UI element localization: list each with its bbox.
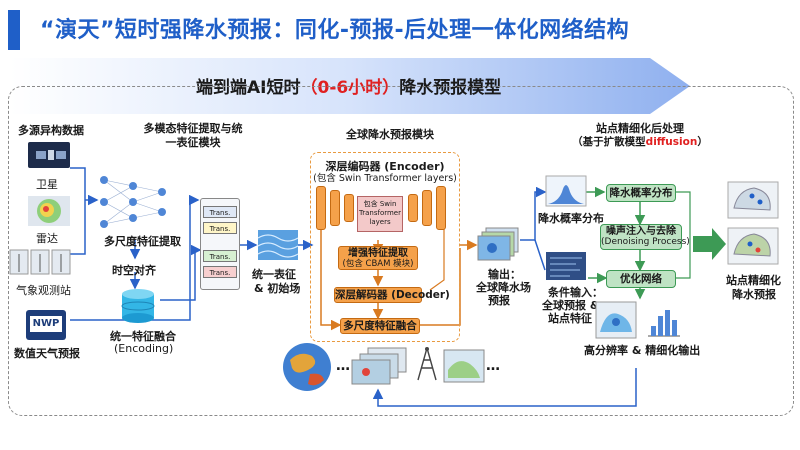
final-label-1: 站点精细化 bbox=[726, 274, 781, 287]
highres-map-icon bbox=[595, 301, 637, 339]
satellite-icon bbox=[28, 140, 70, 170]
multiscale-fusion-box: 多尺度特征融合 bbox=[340, 318, 420, 334]
enhance-subtitle: (包含 CBAM 模块) bbox=[342, 259, 414, 269]
enhance-title: 增强特征提取 bbox=[348, 248, 408, 259]
cond-label-1: 条件输入： bbox=[548, 286, 603, 299]
radar-label: 雷达 bbox=[36, 232, 58, 245]
station-icon bbox=[9, 249, 71, 276]
post-heading-2: （基于扩散模型diffusion） bbox=[560, 134, 720, 149]
denoise-title: 噪声注入与去除 bbox=[606, 226, 676, 237]
encoder-layer-6 bbox=[436, 186, 446, 230]
nwp-label: 数值天气预报 bbox=[14, 347, 80, 360]
swin-layer-box: 包含 Swin Transformer layers bbox=[357, 196, 403, 232]
prob-box: 降水概率分布 bbox=[606, 184, 676, 202]
station-map-icon-1 bbox=[727, 181, 779, 219]
sources-heading: 多源异构数据 bbox=[18, 124, 84, 137]
banner-title: 端到端AI短时（0-6小时）降水预报模型 bbox=[196, 73, 616, 98]
decoder-box: 深层解码器 (Decoder) bbox=[334, 287, 450, 303]
post-heading-2-prefix: （基于扩散模型 bbox=[572, 136, 646, 148]
cond-label-3: 站点特征 bbox=[548, 312, 592, 325]
spatiotemporal-label: 时空对齐 bbox=[112, 264, 156, 277]
condition-icon bbox=[546, 252, 586, 280]
trans-block-2: Trans. bbox=[203, 222, 237, 234]
banner-suffix: 降水预报模型 bbox=[399, 78, 502, 98]
output-label-1: 输出： bbox=[488, 268, 521, 281]
radar-icon bbox=[28, 196, 70, 226]
title-accent-bar bbox=[8, 10, 20, 50]
encoder-subtitle: (包含 Swin Transformer layers) bbox=[313, 173, 457, 184]
encoding-label: (Encoding) bbox=[114, 342, 174, 355]
prob-label: 降水概率分布 bbox=[538, 212, 604, 225]
encoder-layer-1 bbox=[316, 186, 326, 230]
fusion-label: 统一特征融合 bbox=[110, 330, 176, 343]
small-map-icon bbox=[443, 349, 485, 383]
output-stack-icon bbox=[477, 227, 520, 262]
unified-feature-icon bbox=[257, 230, 299, 260]
optimize-box: 优化网络 bbox=[606, 270, 676, 288]
nwp-icon-text: NWP bbox=[30, 316, 62, 332]
forecast-heading: 全球降水预报模块 bbox=[346, 128, 434, 141]
final-label-2: 降水预报 bbox=[732, 288, 776, 301]
probability-histogram-icon bbox=[545, 175, 587, 207]
map-stack-icon bbox=[351, 347, 408, 385]
post-heading-2-red: diffusion bbox=[645, 136, 698, 148]
forecast-module-border bbox=[310, 152, 460, 342]
banner-prefix: 端到端AI短时 bbox=[196, 78, 301, 98]
encoder-title: 深层编码器 (Encoder) bbox=[325, 160, 445, 173]
bar-chart-icon bbox=[646, 306, 682, 338]
trans-block-1: Trans. bbox=[203, 206, 237, 218]
diagram-frame bbox=[8, 86, 794, 416]
database-icon bbox=[118, 288, 158, 324]
satellite-label: 卫星 bbox=[36, 178, 58, 191]
feature-heading-1: 多模态特征提取与统 bbox=[143, 122, 243, 135]
highres-label: 高分辨率 & 精细化输出 bbox=[584, 344, 701, 357]
post-heading-2-suffix: ） bbox=[697, 136, 708, 148]
ellipsis-1: … bbox=[336, 358, 350, 374]
station-map-icon-2 bbox=[727, 227, 779, 265]
output-label-3: 预报 bbox=[488, 294, 510, 307]
trans-block-3: Trans. bbox=[203, 250, 237, 262]
nwp-icon: NWP bbox=[26, 310, 66, 340]
output-label-2: 全球降水场 bbox=[476, 281, 531, 294]
enhance-box: 增强特征提取 (包含 CBAM 模块) bbox=[338, 246, 418, 270]
post-heading-1: 站点精细化后处理 bbox=[596, 122, 684, 135]
multiscale-label: 多尺度特征提取 bbox=[104, 235, 181, 248]
globe-icon bbox=[282, 342, 332, 392]
unified-label-2: & 初始场 bbox=[254, 282, 301, 295]
banner-highlight: （0-6小时） bbox=[300, 78, 400, 98]
denoise-box: 噪声注入与去除 (Denoising Process) bbox=[600, 224, 690, 250]
unified-label-1: 统一表征 bbox=[252, 268, 296, 281]
feature-heading-2: 一表征模块 bbox=[165, 136, 221, 149]
encoder-layer-5 bbox=[422, 190, 432, 226]
page-title: “演天”短时强降水预报：同化-预报-后处理一体化网络结构 bbox=[40, 18, 630, 43]
encoder-layer-4 bbox=[408, 194, 418, 222]
denoise-subtitle: (Denoising Process) bbox=[601, 237, 690, 247]
encoder-layer-2 bbox=[330, 190, 340, 226]
tower-icon bbox=[412, 346, 442, 382]
encoder-layer-3 bbox=[344, 194, 354, 222]
cond-label-2: 全球预报 & bbox=[542, 299, 600, 312]
trans-block-4: Trans. bbox=[203, 266, 237, 278]
station-label: 气象观测站 bbox=[16, 284, 71, 297]
ellipsis-2: … bbox=[486, 358, 500, 374]
neural-network-icon bbox=[98, 172, 168, 232]
